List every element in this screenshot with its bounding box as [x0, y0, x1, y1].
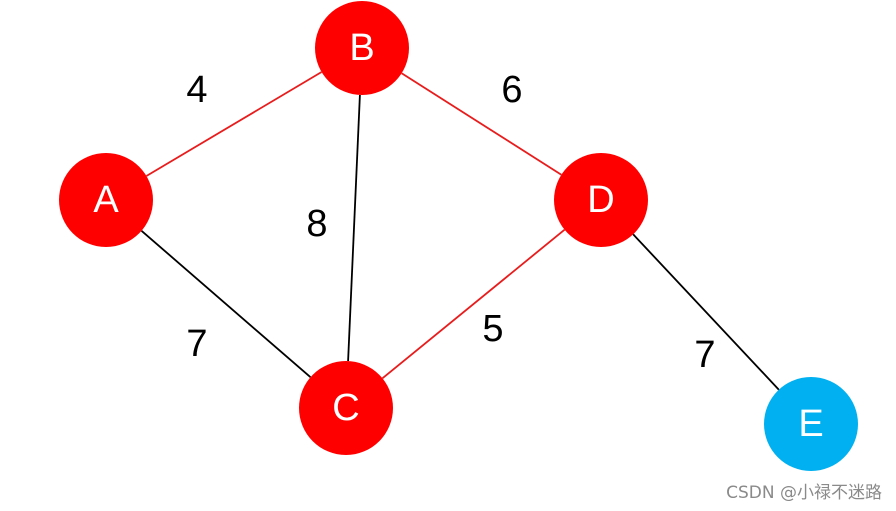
edge-c-d — [381, 229, 566, 379]
node-circle-d — [554, 153, 648, 247]
node-label-e: E — [798, 403, 823, 445]
edge-d-e — [632, 233, 780, 391]
edge-weight-c-d: 5 — [482, 308, 503, 350]
edges-layer — [140, 71, 780, 391]
edge-weights-layer: 4 6 8 7 5 7 — [186, 69, 715, 376]
node-circle-e — [764, 377, 858, 471]
edge-a-c — [140, 230, 312, 378]
edge-b-c — [347, 94, 361, 362]
node-circle-c — [299, 361, 393, 455]
edge-weight-d-e: 7 — [694, 334, 715, 376]
edge-weight-b-d: 6 — [501, 69, 522, 111]
node-label-b: B — [349, 27, 374, 69]
edge-a-b — [145, 71, 323, 177]
watermark-text: CSDN @小禄不迷路 — [726, 483, 882, 503]
node-d: D — [554, 153, 648, 247]
node-c: C — [299, 361, 393, 455]
node-e: E — [764, 377, 858, 471]
node-circle-a — [59, 153, 153, 247]
edge-b-d — [401, 72, 562, 176]
node-a: A — [59, 153, 153, 247]
node-b: B — [315, 1, 409, 95]
nodes-layer: A B C D E — [59, 1, 858, 471]
node-label-c: C — [332, 387, 359, 429]
node-circle-b — [315, 1, 409, 95]
edge-weight-a-c: 7 — [186, 323, 207, 365]
edge-weight-a-b: 4 — [186, 69, 207, 111]
edge-weight-b-c: 8 — [306, 203, 327, 245]
node-label-a: A — [93, 179, 119, 221]
node-label-d: D — [587, 179, 614, 221]
